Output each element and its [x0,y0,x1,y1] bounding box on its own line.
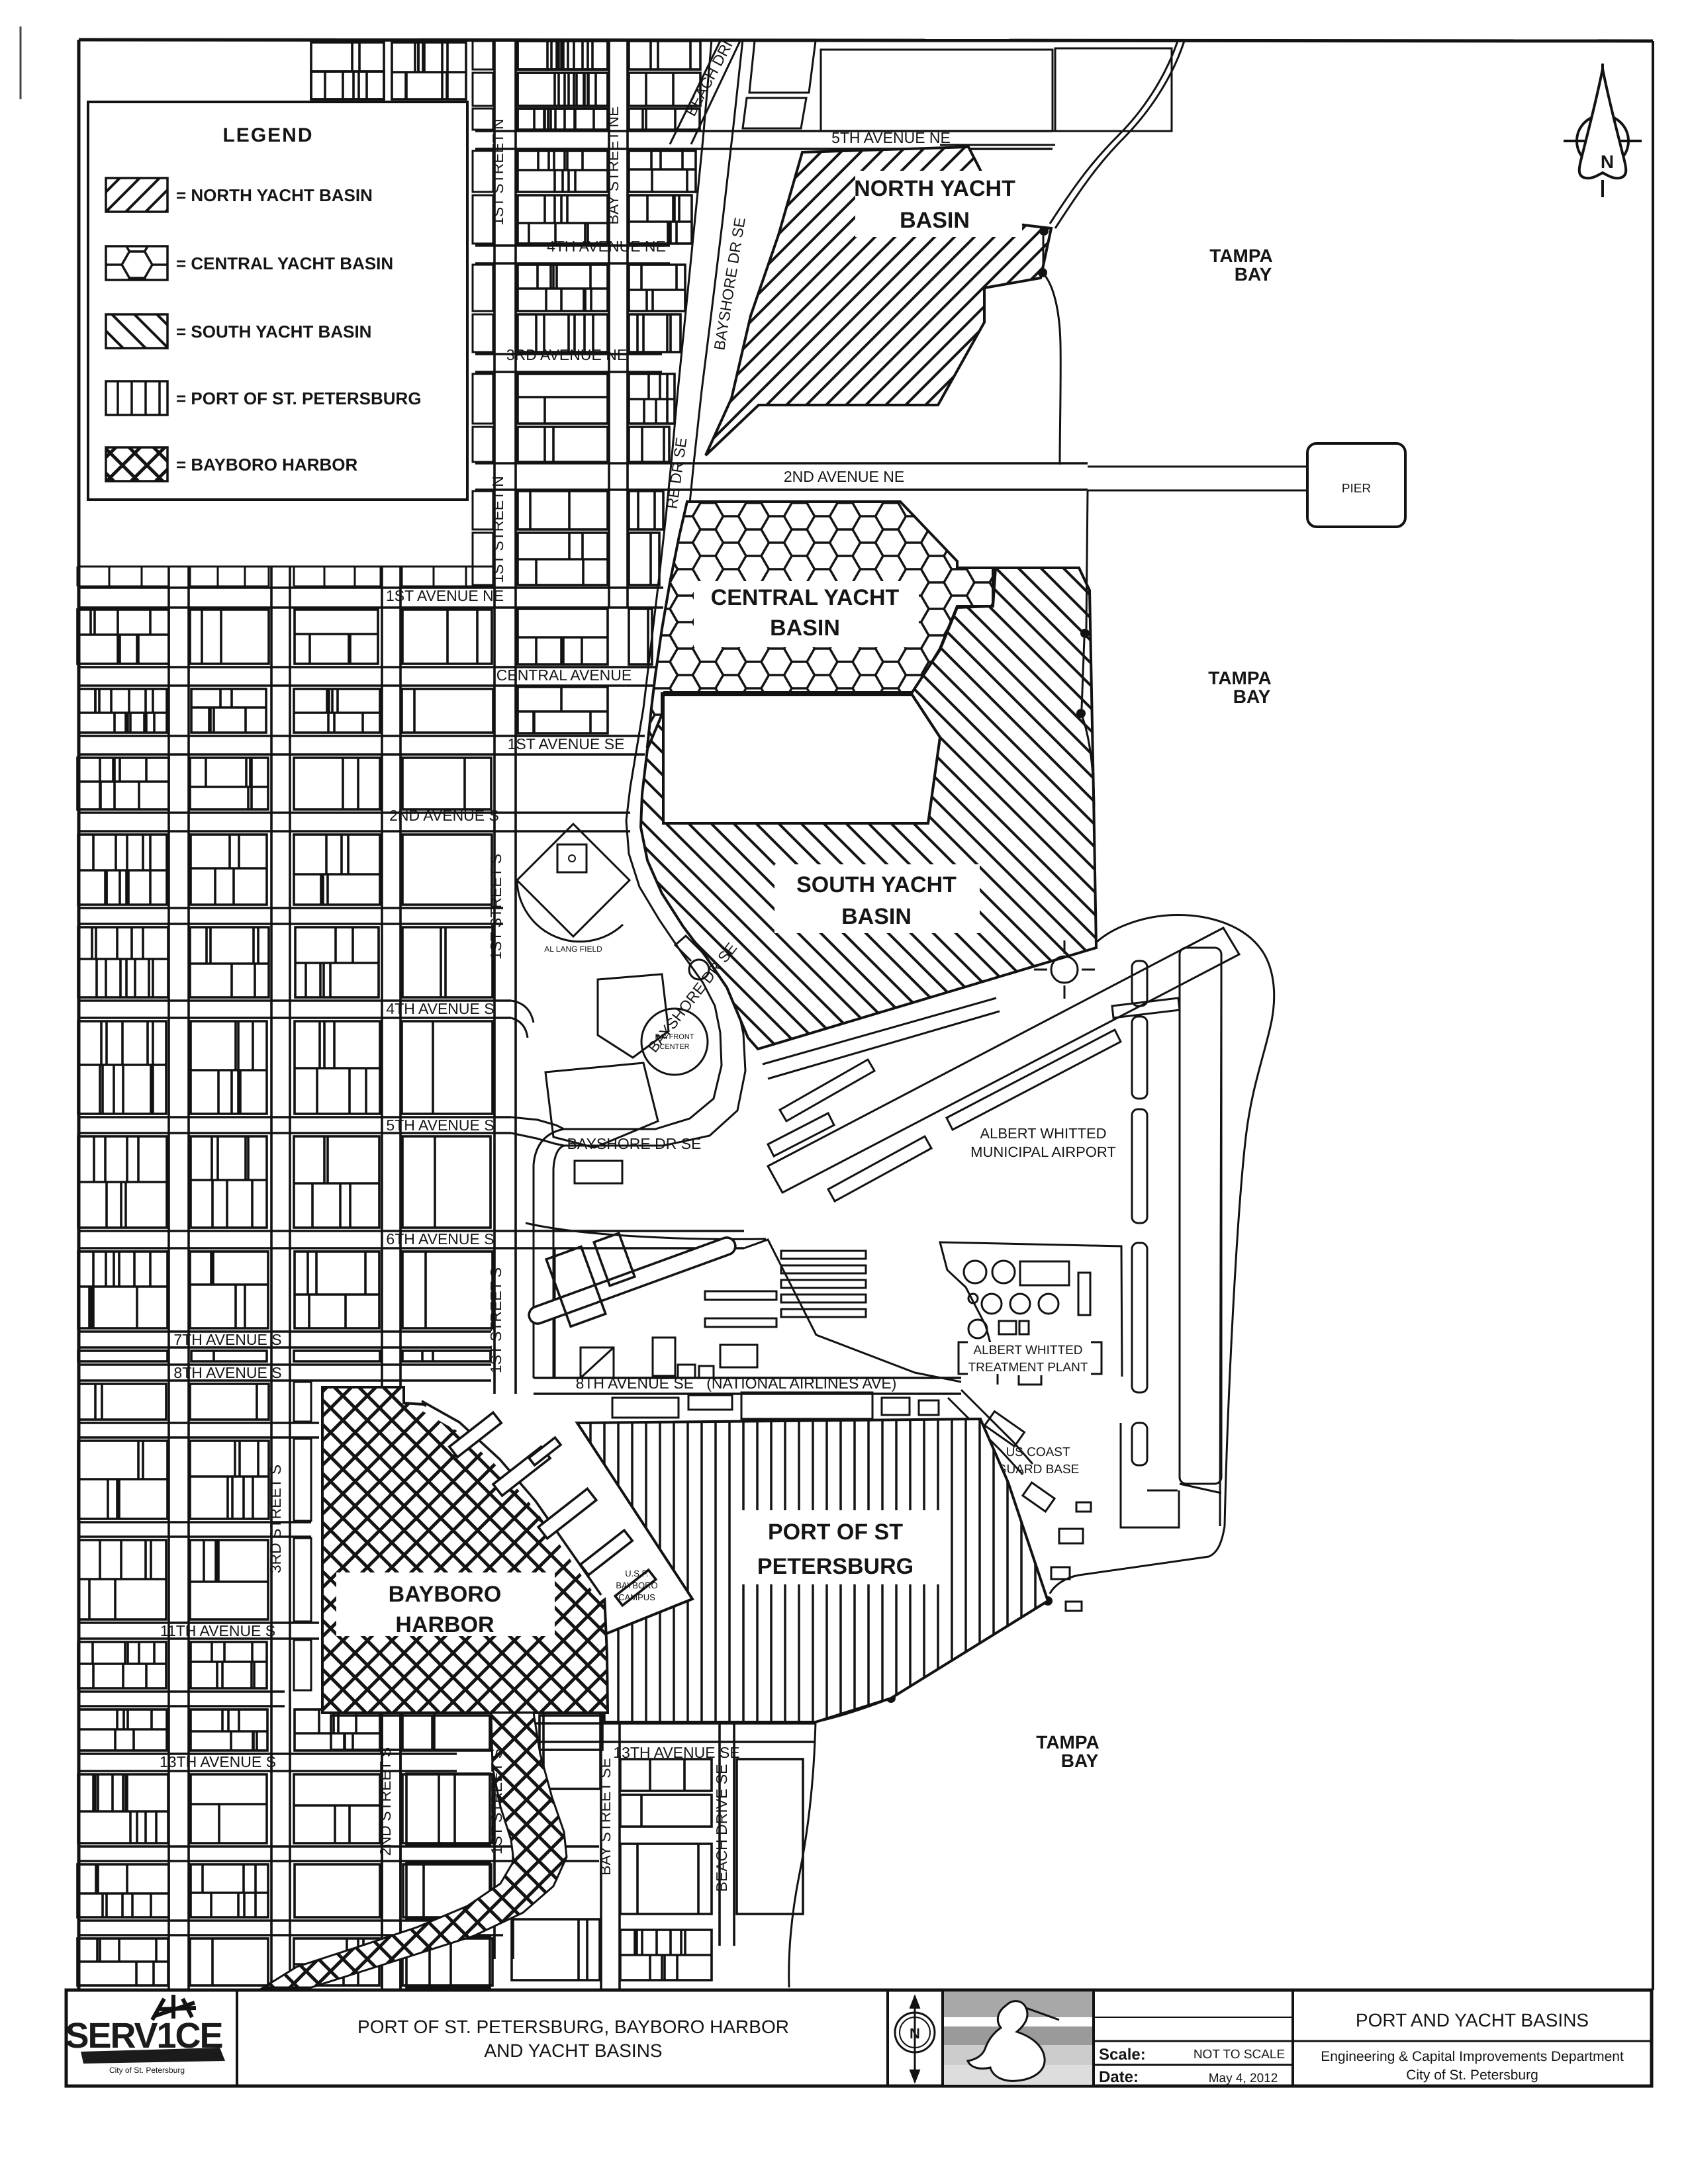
svg-text:1ST STREET N: 1ST STREET N [489,476,506,582]
svg-text:1ST STREET S: 1ST STREET S [488,1749,505,1854]
svg-text:= BAYBORO HARBOR: = BAYBORO HARBOR [176,455,357,475]
svg-text:1ST STREET S: 1ST STREET S [487,1267,504,1373]
svg-text:3RD AVENUE NE: 3RD AVENUE NE [506,346,627,363]
svg-text:CAMPUS: CAMPUS [618,1592,655,1602]
svg-text:AND YACHT BASINS: AND YACHT BASINS [484,2040,662,2061]
svg-text:City of St. Petersburg: City of St. Petersburg [109,2066,185,2075]
svg-text:Date:: Date: [1099,2068,1139,2086]
svg-text:TAMPA: TAMPA [1036,1732,1099,1752]
svg-text:8TH AVENUE S: 8TH AVENUE S [173,1364,281,1381]
svg-text:8TH AVENUE SE (NATIONAL AIRL: 8TH AVENUE SE (NATIONAL AIRLINES AVE) [576,1375,897,1392]
svg-text:= SOUTH YACHT BASIN: = SOUTH YACHT BASIN [176,322,371,341]
svg-text:BAY: BAY [1235,264,1272,285]
svg-text:NORTH YACHT: NORTH YACHT [854,176,1015,201]
svg-text:BAYBORO: BAYBORO [389,1582,502,1607]
svg-text:PETERSBURG: PETERSBURG [757,1554,914,1579]
svg-text:BAY STREET SE: BAY STREET SE [596,1758,614,1876]
svg-text:= NORTH YACHT BASIN: = NORTH YACHT BASIN [176,185,373,205]
svg-text:Scale:: Scale: [1099,2046,1146,2064]
svg-text:CENTRAL YACHT: CENTRAL YACHT [711,585,900,610]
svg-text:1ST STREET S: 1ST STREET S [487,854,504,960]
svg-text:ALBERT WHITTED: ALBERT WHITTED [980,1125,1106,1142]
svg-text:PORT OF ST. PETERSBURG, BAYBOR: PORT OF ST. PETERSBURG, BAYBORO HARBOR [357,2017,789,2037]
svg-text:MUNICIPAL AIRPORT: MUNICIPAL AIRPORT [970,1144,1116,1160]
svg-text:13TH AVENUE S: 13TH AVENUE S [160,1753,276,1770]
svg-text:NOT TO SCALE: NOT TO SCALE [1194,2048,1285,2062]
svg-text:11TH AVENUE S: 11TH AVENUE S [160,1622,275,1639]
svg-text:May 4, 2012: May 4, 2012 [1209,2071,1278,2085]
svg-text:BAY: BAY [1061,1751,1099,1771]
svg-text:N: N [1601,152,1614,172]
svg-text:HARBOR: HARBOR [395,1612,494,1637]
svg-text:BAY STREET NE: BAY STREET NE [604,107,622,225]
svg-text:TREATMENT PLANT: TREATMENT PLANT [968,1361,1088,1375]
svg-text:5TH AVENUE S: 5TH AVENUE S [386,1116,494,1134]
svg-text:BASIN: BASIN [841,904,912,929]
svg-text:City of St. Petersburg: City of St. Petersburg [1406,2068,1538,2083]
svg-text:1ST AVENUE NE: 1ST AVENUE NE [386,587,504,604]
svg-text:BASIN: BASIN [770,615,840,641]
svg-text:5TH AVENUE NE: 5TH AVENUE NE [831,129,951,146]
svg-text:13TH AVENUE SE: 13TH AVENUE SE [613,1744,739,1761]
svg-text:BAY: BAY [1233,686,1271,707]
svg-text:SOUTH YACHT: SOUTH YACHT [796,872,957,897]
svg-text:4TH AVENUE NE: 4TH AVENUE NE [547,238,666,255]
svg-text:BASIN: BASIN [900,208,970,233]
svg-text:3RD STREET S: 3RD STREET S [267,1465,284,1573]
svg-text:AL LANG FIELD: AL LANG FIELD [544,944,602,954]
svg-text:PORT OF ST: PORT OF ST [768,1520,903,1545]
svg-text:6TH AVENUE S: 6TH AVENUE S [386,1230,494,1248]
svg-text:Engineering & Capital Improvem: Engineering & Capital Improvements Depar… [1321,2049,1624,2064]
svg-text:N: N [910,2025,920,2042]
svg-text:BAYBORO: BAYBORO [616,1580,657,1590]
svg-text:ALBERT WHITTED: ALBERT WHITTED [973,1343,1082,1357]
svg-text:BEACH DRIVE SE: BEACH DRIVE SE [713,1764,730,1892]
svg-text:GUARD BASE: GUARD BASE [997,1463,1080,1477]
svg-text:PIER: PIER [1342,482,1371,496]
svg-text:1ST STREET N: 1ST STREET N [489,118,506,225]
svg-text:LEGEND: LEGEND [222,124,313,146]
svg-text:2ND STREET S: 2ND STREET S [377,1747,394,1856]
svg-text:CENTER: CENTER [659,1043,689,1051]
svg-text:2ND AVENUE S: 2ND AVENUE S [389,807,499,824]
svg-text:1ST AVENUE SE: 1ST AVENUE SE [508,735,625,752]
svg-text:TAMPA: TAMPA [1208,668,1271,688]
svg-text:4TH AVENUE S: 4TH AVENUE S [386,1000,494,1017]
svg-text:CENTRAL AVENUE: CENTRAL AVENUE [496,666,632,684]
svg-text:TAMPA: TAMPA [1209,246,1272,266]
svg-text:US COAST: US COAST [1006,1445,1070,1459]
svg-text:= CENTRAL YACHT BASIN: = CENTRAL YACHT BASIN [176,253,393,273]
svg-text:U.S.F.: U.S.F. [625,1569,648,1578]
svg-text:PORT AND YACHT BASINS: PORT AND YACHT BASINS [1356,2010,1589,2030]
svg-text:BAYSHORE DR SE: BAYSHORE DR SE [567,1135,702,1152]
svg-text:2ND AVENUE NE: 2ND AVENUE NE [784,468,904,485]
svg-text:7TH AVENUE S: 7TH AVENUE S [173,1331,281,1348]
svg-text:= PORT OF ST. PETERSBURG: = PORT OF ST. PETERSBURG [176,388,422,408]
